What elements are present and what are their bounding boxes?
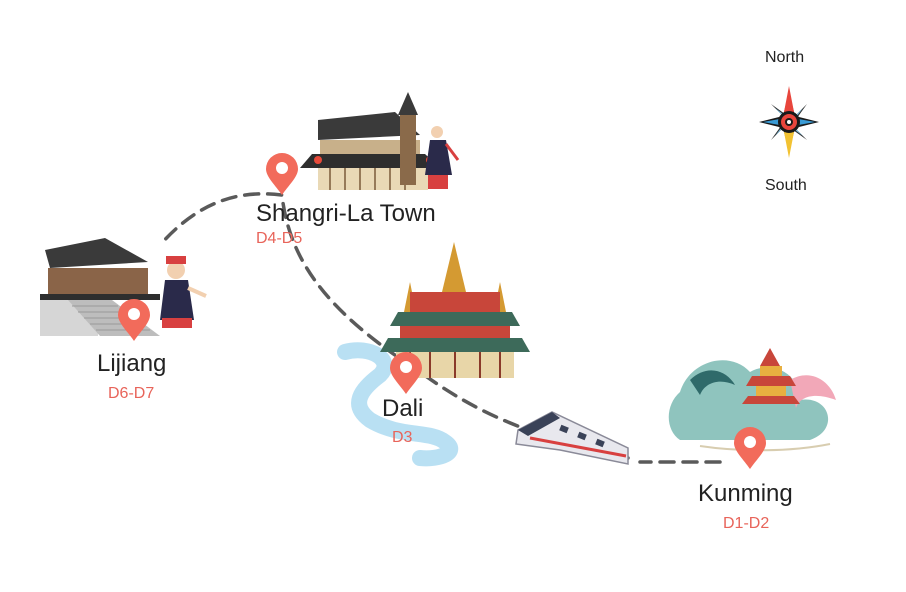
place-days-dali: D3 xyxy=(392,429,413,446)
place-days-lijiang: D6-D7 xyxy=(108,385,155,402)
place-days-shangri-la: D4-D5 xyxy=(256,230,303,247)
map-pin-kunming[interactable] xyxy=(734,427,766,469)
map-pin-lijiang[interactable] xyxy=(118,299,150,341)
dali-illustration xyxy=(337,242,530,467)
compass-north-label: North xyxy=(765,49,805,66)
place-name-shangri-la: Shangri-La Town xyxy=(256,200,436,227)
compass-south-label: South xyxy=(765,177,807,194)
place-name-kunming: Kunming xyxy=(698,480,793,507)
place-name-lijiang: Lijiang xyxy=(97,350,167,377)
map-pin-dali[interactable] xyxy=(390,352,422,394)
place-name-dali: Dali xyxy=(382,395,424,422)
place-days-kunming: D1-D2 xyxy=(723,515,770,532)
shangri-la-illustration xyxy=(300,92,460,190)
kunming-illustration xyxy=(668,348,836,452)
compass-rose-icon xyxy=(759,86,819,158)
map-pin-shangri-la[interactable] xyxy=(266,153,298,195)
train-illustration xyxy=(515,411,629,465)
